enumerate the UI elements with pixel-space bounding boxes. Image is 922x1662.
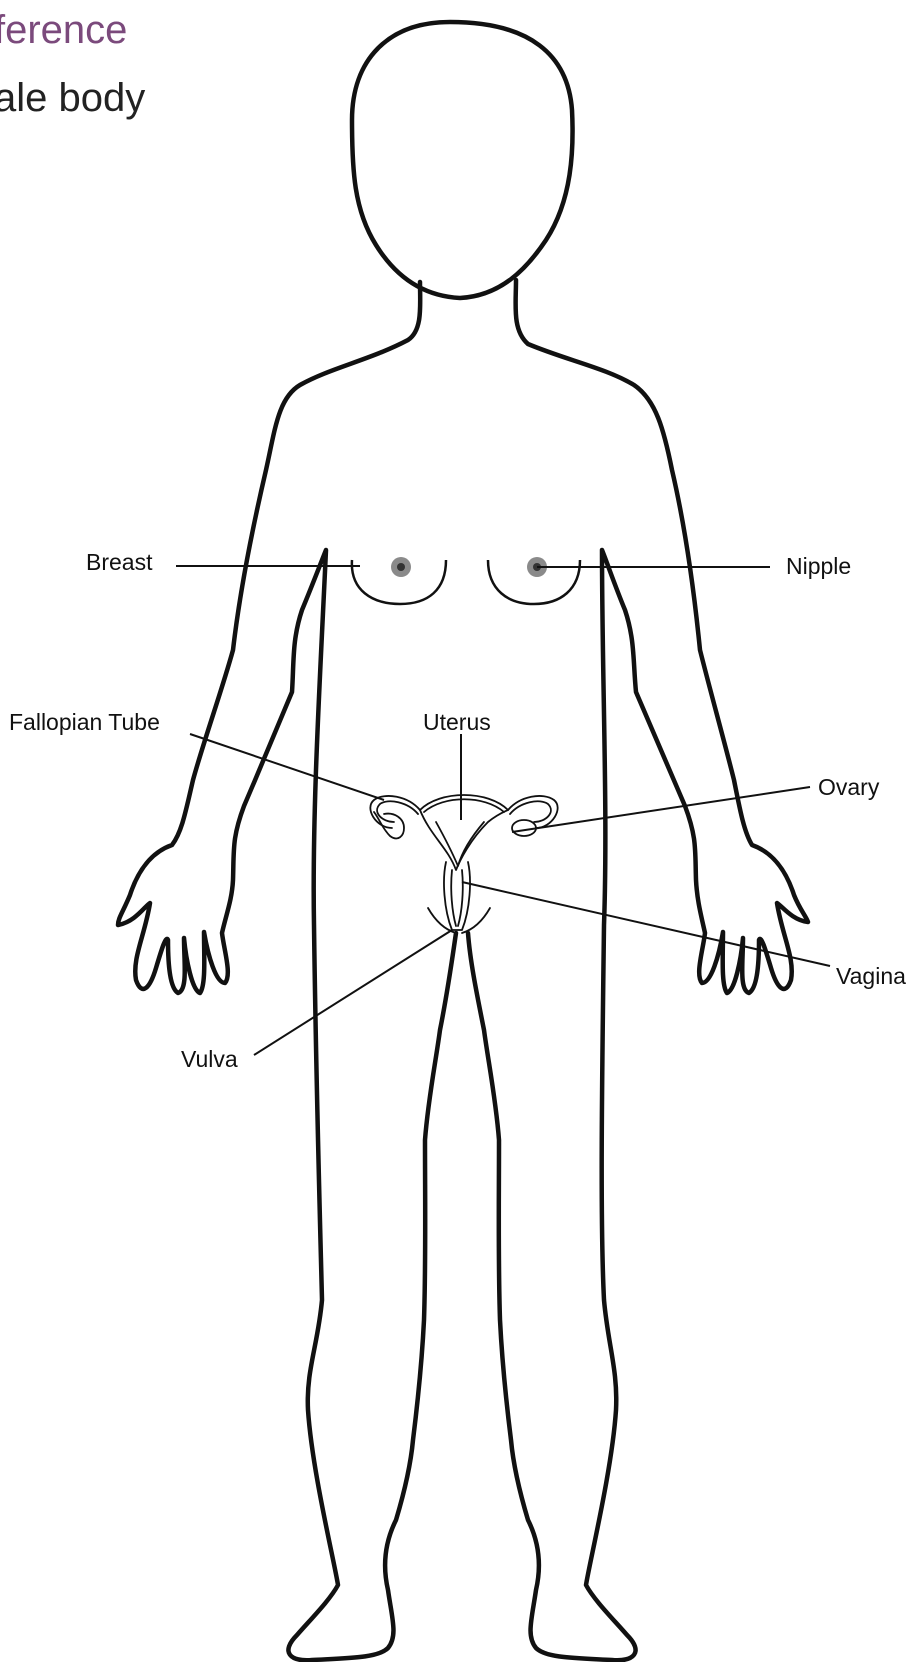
head-outline bbox=[352, 22, 573, 298]
ovary-label: Ovary bbox=[818, 774, 880, 800]
vagina-canal bbox=[444, 862, 470, 930]
reproductive-organs bbox=[370, 795, 557, 933]
vulva-curve-right bbox=[462, 908, 490, 933]
body-left-outline bbox=[118, 282, 456, 1660]
left-nipple-inner bbox=[397, 563, 405, 571]
nipple-label: Nipple bbox=[786, 553, 851, 579]
vulva-leader bbox=[254, 930, 452, 1055]
vagina-label: Vagina bbox=[836, 963, 906, 989]
uterus-label: Uterus bbox=[423, 709, 491, 735]
breast-label: Breast bbox=[86, 549, 153, 575]
vulva-label: Vulva bbox=[181, 1046, 238, 1072]
uterus-top bbox=[420, 795, 508, 810]
fallopian-tube-label: Fallopian Tube bbox=[9, 709, 160, 735]
body-right-outline bbox=[468, 280, 808, 1660]
uterus-body bbox=[420, 810, 508, 870]
fallopian-tube-leader bbox=[190, 734, 384, 800]
vagina-leader bbox=[462, 882, 830, 966]
